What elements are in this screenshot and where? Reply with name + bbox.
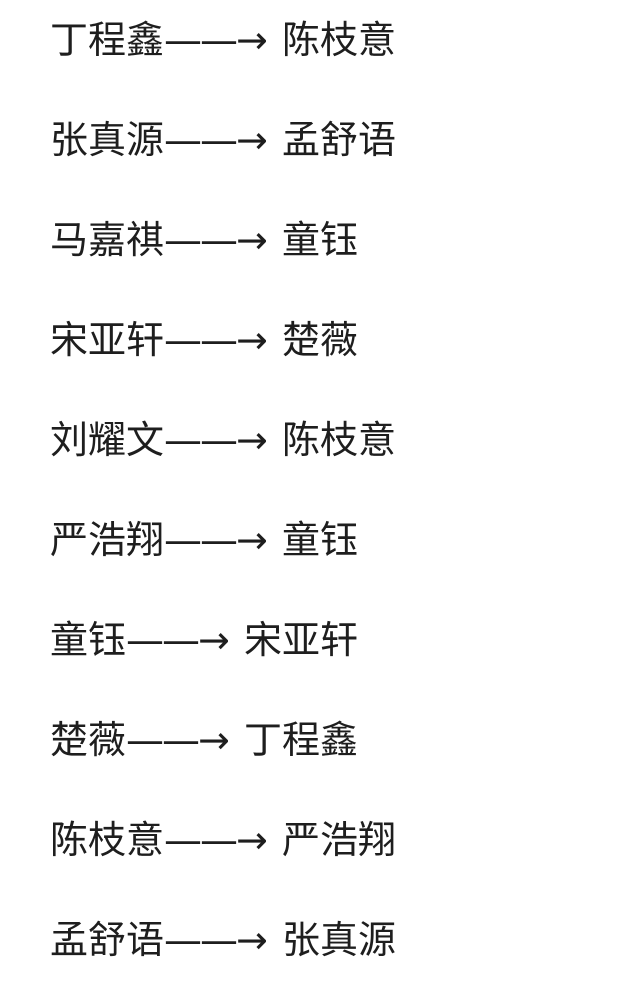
arrow-icon: ——→ — [164, 418, 268, 462]
from-name: 刘耀文 — [50, 418, 165, 462]
from-name: 丁程鑫 — [50, 18, 165, 62]
pairing-line: 陈枝意——→ 严浩翔 — [50, 790, 396, 890]
from-name: 楚薇 — [50, 718, 127, 762]
pairing-line: 楚薇——→ 丁程鑫 — [50, 690, 396, 790]
arrow-icon: ——→ — [164, 318, 268, 362]
arrow-icon: ——→ — [164, 18, 268, 62]
arrow-icon: ——→ — [164, 218, 268, 262]
from-name: 陈枝意 — [50, 818, 165, 862]
pairing-line: 丁程鑫——→ 陈枝意 — [50, 0, 396, 90]
from-name: 孟舒语 — [50, 918, 165, 962]
from-name: 马嘉祺 — [50, 218, 165, 262]
arrow-icon: ——→ — [164, 818, 268, 862]
pairing-line: 宋亚轩——→ 楚薇 — [50, 290, 396, 390]
pairing-line: 严浩翔——→ 童钰 — [50, 490, 396, 590]
to-name: 孟舒语 — [282, 118, 397, 162]
to-name: 楚薇 — [282, 318, 359, 362]
pairing-line: 孟舒语——→ 张真源 — [50, 890, 396, 990]
arrow-icon: ——→ — [164, 518, 268, 562]
from-name: 张真源 — [50, 118, 165, 162]
to-name: 丁程鑫 — [244, 718, 359, 762]
pairing-list: 丁程鑫——→陈枝意 张真源——→孟舒语 马嘉祺——→童钰 宋亚轩——→楚薇 刘耀… — [50, 0, 396, 990]
arrow-icon: ——→ — [126, 618, 230, 662]
to-name: 严浩翔 — [282, 818, 397, 862]
to-name: 张真源 — [282, 918, 397, 962]
to-name: 宋亚轩 — [244, 618, 359, 662]
pairing-line: 刘耀文——→ 陈枝意 — [50, 390, 396, 490]
arrow-icon: ——→ — [126, 718, 230, 762]
from-name: 严浩翔 — [50, 518, 165, 562]
arrow-icon: ——→ — [164, 118, 268, 162]
pairing-line: 张真源——→ 孟舒语 — [50, 90, 396, 190]
to-name: 童钰 — [282, 518, 359, 562]
pairing-line: 童钰——→ 宋亚轩 — [50, 590, 396, 690]
from-name: 宋亚轩 — [50, 318, 165, 362]
from-name: 童钰 — [50, 618, 127, 662]
to-name: 陈枝意 — [282, 418, 397, 462]
to-name: 童钰 — [282, 218, 359, 262]
arrow-icon: ——→ — [164, 918, 268, 962]
pairing-line: 马嘉祺——→ 童钰 — [50, 190, 396, 290]
to-name: 陈枝意 — [282, 18, 397, 62]
